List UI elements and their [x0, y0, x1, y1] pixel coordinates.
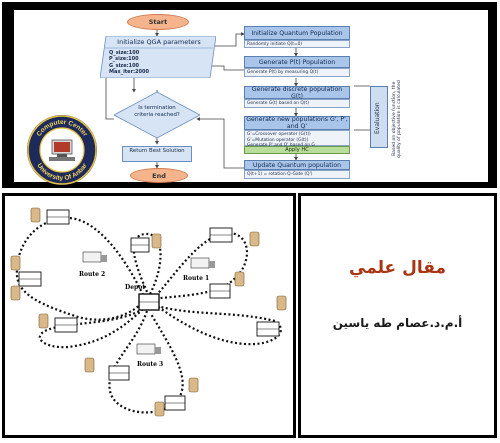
flowchart-canvas: Start Initialize QGA parameters Q_size:1… — [14, 10, 488, 185]
generate-p-detail: Generate P(t) by measuring Q(t) — [244, 68, 350, 77]
parameter-list: Q_size:100 P_size:100 G_size:100 Max_ite… — [109, 50, 149, 75]
param-max-iter: Max_iter:2000 — [109, 68, 149, 75]
evaluation-box: Evaluation — [370, 86, 388, 148]
generate-new-title: Generate new populations G', P', and Q' — [244, 116, 350, 130]
author-name: أ.م.د.عصام طه ياسين — [332, 316, 463, 330]
route-2-label: Route 2 — [79, 271, 105, 278]
return-best-box: Return Best Solution — [122, 146, 192, 162]
init-quantum-detail: Randomly initiate Q(t=0) — [244, 40, 350, 48]
vrp-diagram-panel: Depot Route 2 Route 1 Route 3 — [2, 193, 296, 438]
update-quantum-detail: Q(t+1) = rotation Q-Gate (Q') — [244, 170, 350, 179]
param-g-size: G_size:100 — [109, 62, 140, 69]
evaluation-label: Evaluation — [374, 102, 381, 134]
decision-text: Is termination criteria reached? — [134, 105, 180, 118]
init-parameters-box: Initialize QGA parameters Q_size:100 P_s… — [100, 36, 216, 78]
flowchart-banner: Start Initialize QGA parameters Q_size:1… — [2, 2, 497, 188]
depot-label: Depot — [125, 284, 145, 291]
university-logo: Computer Center University Of Anbar — [26, 114, 98, 186]
end-terminal: End — [130, 168, 188, 183]
init-parameters-title: Initialize QGA parameters — [117, 38, 201, 46]
generate-new-details: G'=Crossover operator (G(t)) G'=Mutation… — [244, 130, 350, 149]
author-panel: مقال علمي أ.م.د.عصام طه ياسين — [298, 193, 497, 438]
param-p-size: P_size:100 — [109, 56, 139, 63]
generate-p-title: Generate P(t) Population — [244, 56, 350, 68]
article-title: مقال علمي — [349, 258, 446, 278]
route-3-label: Route 3 — [137, 361, 163, 368]
evaluation-note: Based on objective function, the quality… — [392, 80, 402, 158]
crossover-line: G'=Crossover operator (G(t)) — [247, 132, 311, 137]
truck-icons — [82, 251, 215, 355]
mutation-line: G'=Mutation operator (G(t)) — [247, 137, 309, 143]
generate-pq-line: Generate P' and Q' based on G — [247, 143, 347, 149]
termination-decision: Is termination criteria reached? — [114, 92, 200, 138]
update-quantum-title: Update Quantum population — [244, 160, 350, 170]
vrp-diagram: Depot Route 2 Route 1 Route 3 — [10, 207, 287, 417]
start-terminal: Start — [127, 14, 189, 30]
generate-g-title: Generate discrete population G(t) — [244, 86, 350, 100]
param-q-size: Q_size:100 — [109, 50, 140, 56]
apply-hc-box: Apply HC — [244, 146, 350, 154]
init-quantum-title: Initialize Quantum Population — [244, 26, 350, 40]
generate-g-detail: Generate G(t) based on Q(t) — [244, 99, 350, 108]
route-1-label: Route 1 — [183, 275, 209, 282]
